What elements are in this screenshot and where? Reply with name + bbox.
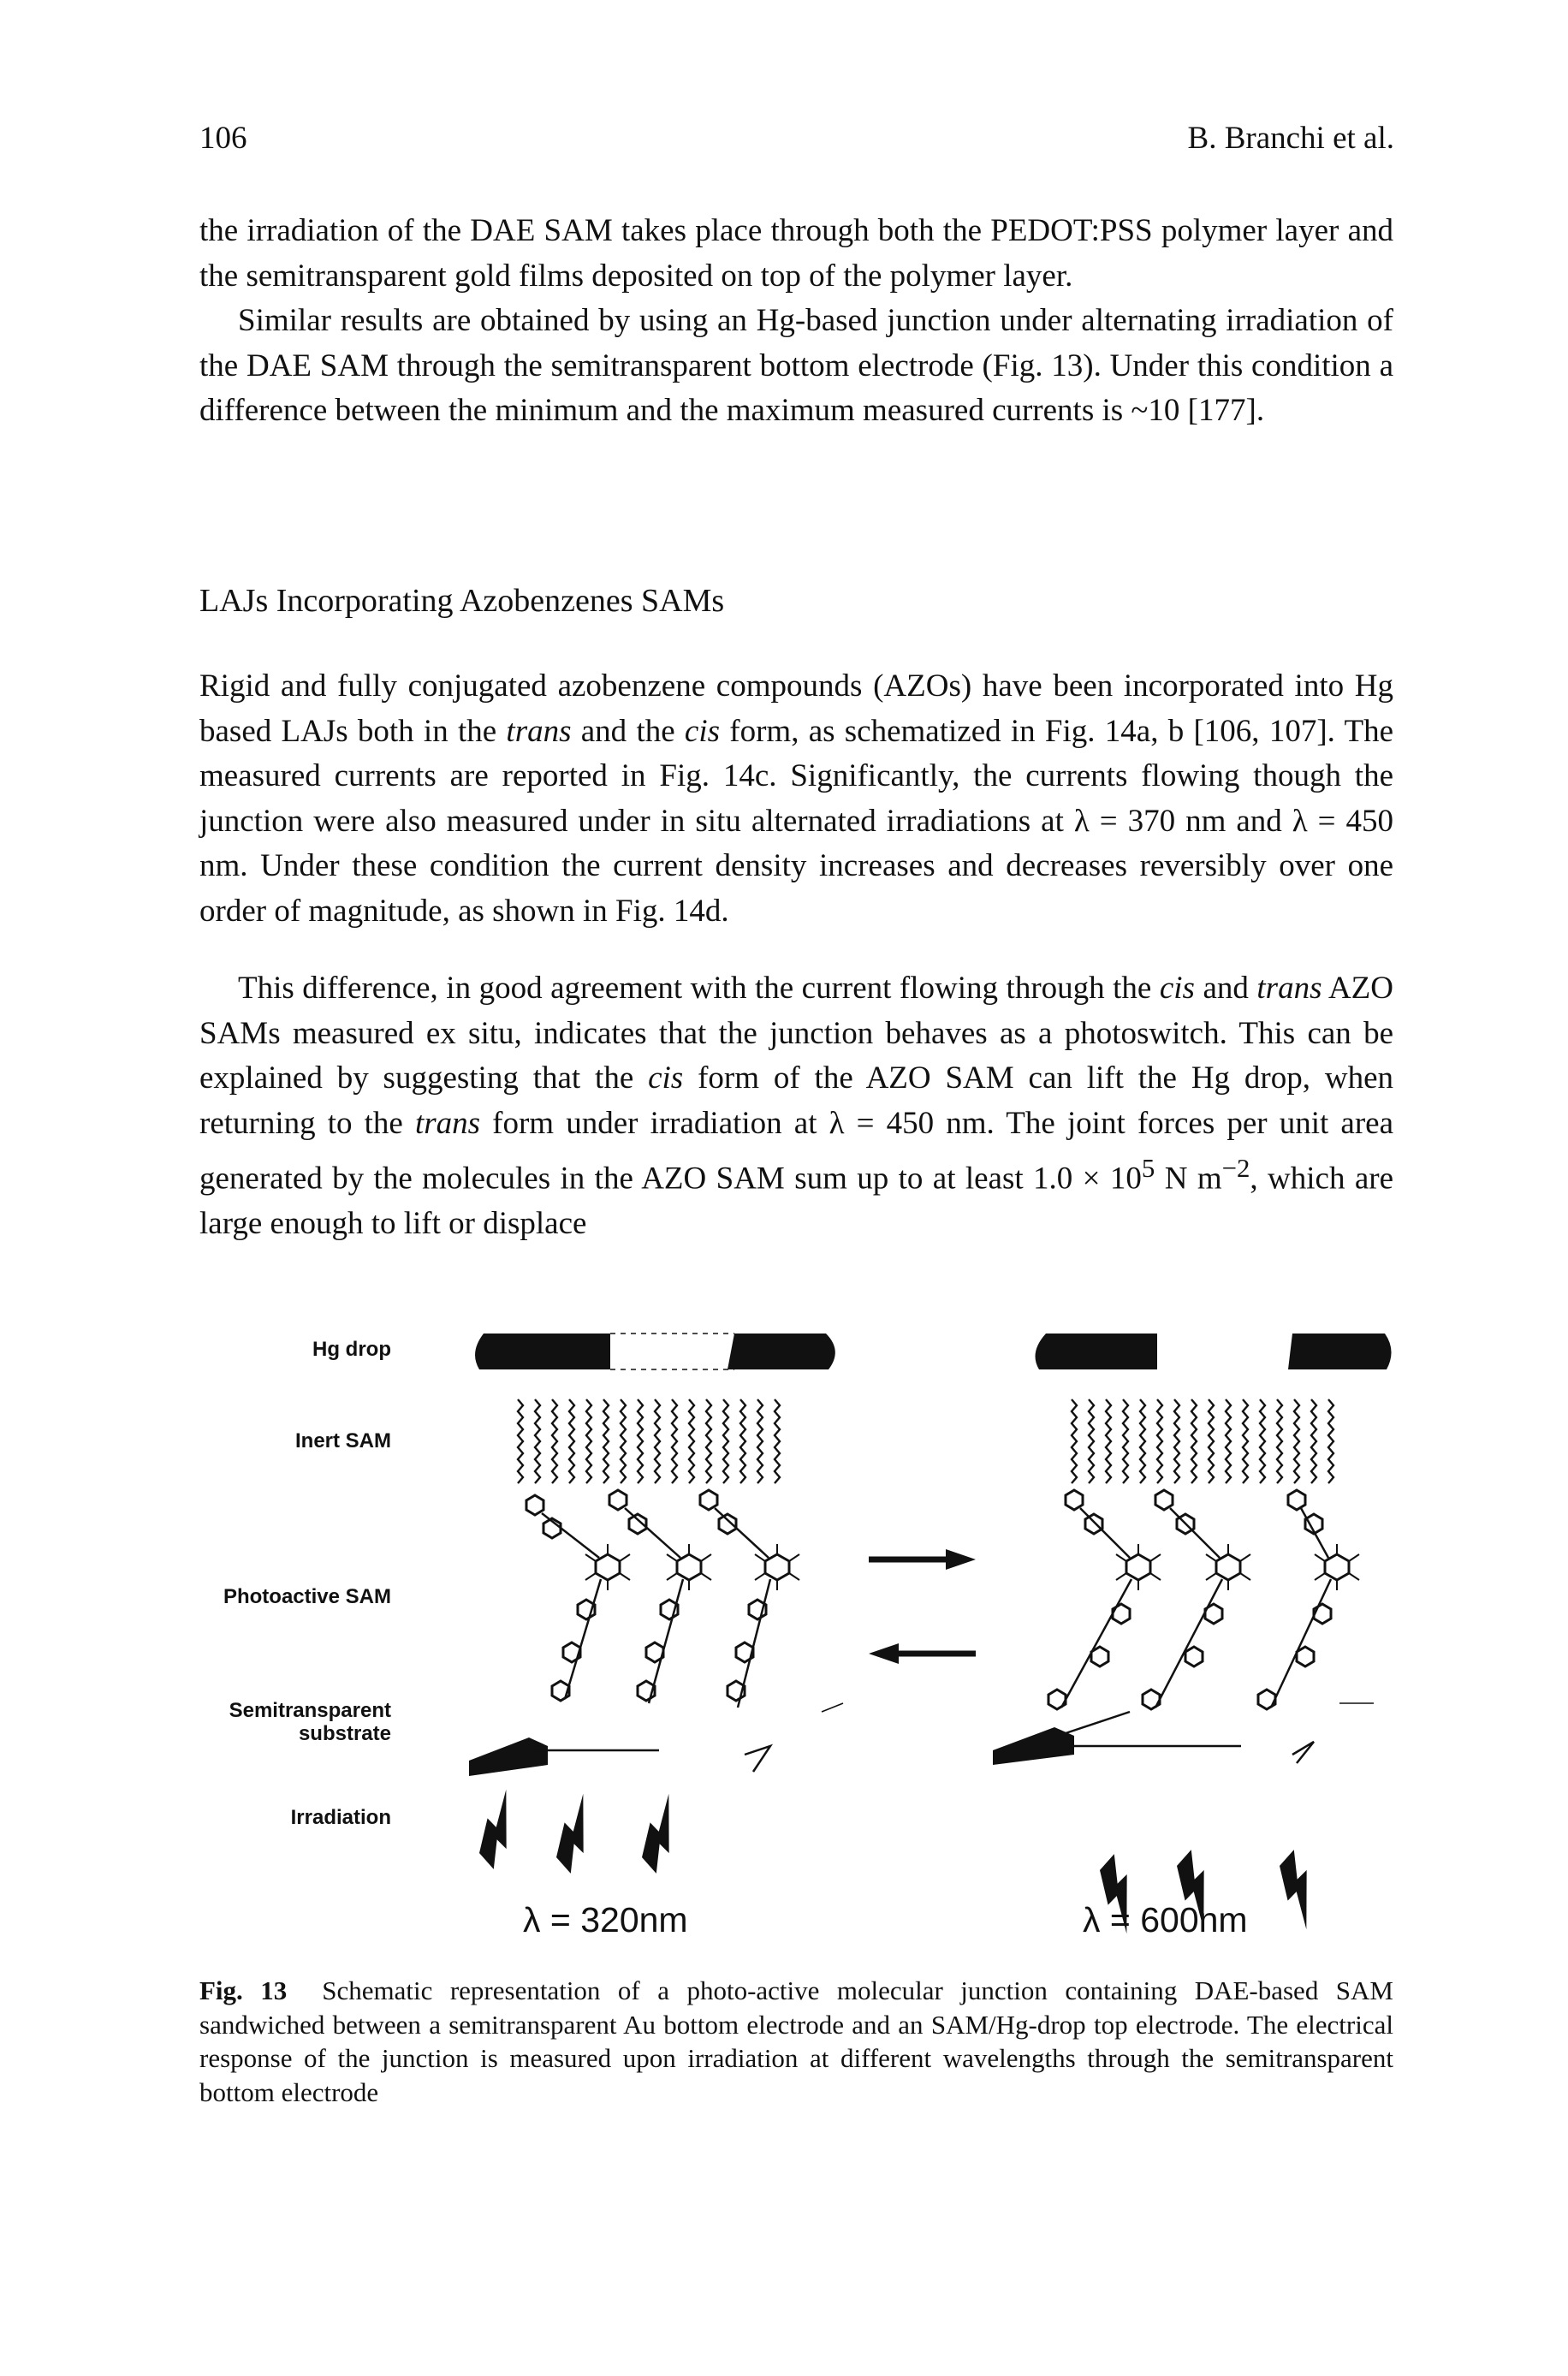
label-inert-sam: Inert SAM <box>294 1429 391 1452</box>
inert-sam-right <box>1070 1398 1335 1485</box>
substrate-right-wedge <box>993 1727 1074 1765</box>
equilibrium-arrows <box>869 1549 976 1664</box>
hg-drop-left-a <box>475 1334 610 1369</box>
running-head: B. Branchi et al. <box>1187 121 1394 156</box>
substrate-left-wedge <box>469 1737 548 1776</box>
inert-sam-left <box>516 1398 781 1485</box>
figure-caption: Fig. 13 Schematic representation of a ph… <box>199 1974 1393 2109</box>
paragraph-2: Similar results are obtained by using an… <box>199 303 1393 428</box>
photoactive-sam-left <box>525 1488 801 1708</box>
page-number: 106 <box>199 121 247 156</box>
paragraph-4: This difference, in good agreement with … <box>199 971 1394 1241</box>
hg-drop-left-b <box>728 1334 835 1369</box>
left-panel <box>466 1333 844 1874</box>
hg-drop-right-b <box>1288 1334 1392 1369</box>
hg-drop-right-a <box>1035 1334 1157 1369</box>
caption-text: Schematic representation of a photo-acti… <box>199 1975 1393 2107</box>
right-panel <box>993 1334 1392 1935</box>
label-photoactive-sam: Photoactive SAM <box>223 1585 391 1608</box>
label-irradiation: Irradiation <box>290 1806 391 1829</box>
label-hg-drop: Hg drop <box>312 1338 391 1361</box>
paragraph-3: Rigid and fully conjugated azobenzene co… <box>199 668 1394 929</box>
caption-label: Fig. 13 <box>199 1975 288 2005</box>
paragraph-1: the irradiation of the DAE SAM takes pla… <box>199 213 1393 294</box>
wavelength-left: λ = 320nm <box>523 1900 688 1939</box>
wavelength-right: λ = 600nm <box>1083 1900 1248 1939</box>
section-heading: LAJs Incorporating Azobenzenes SAMs <box>199 583 725 619</box>
irradiation-bolts-left <box>466 1788 695 1874</box>
photoactive-sam-right <box>1047 1488 1361 1711</box>
